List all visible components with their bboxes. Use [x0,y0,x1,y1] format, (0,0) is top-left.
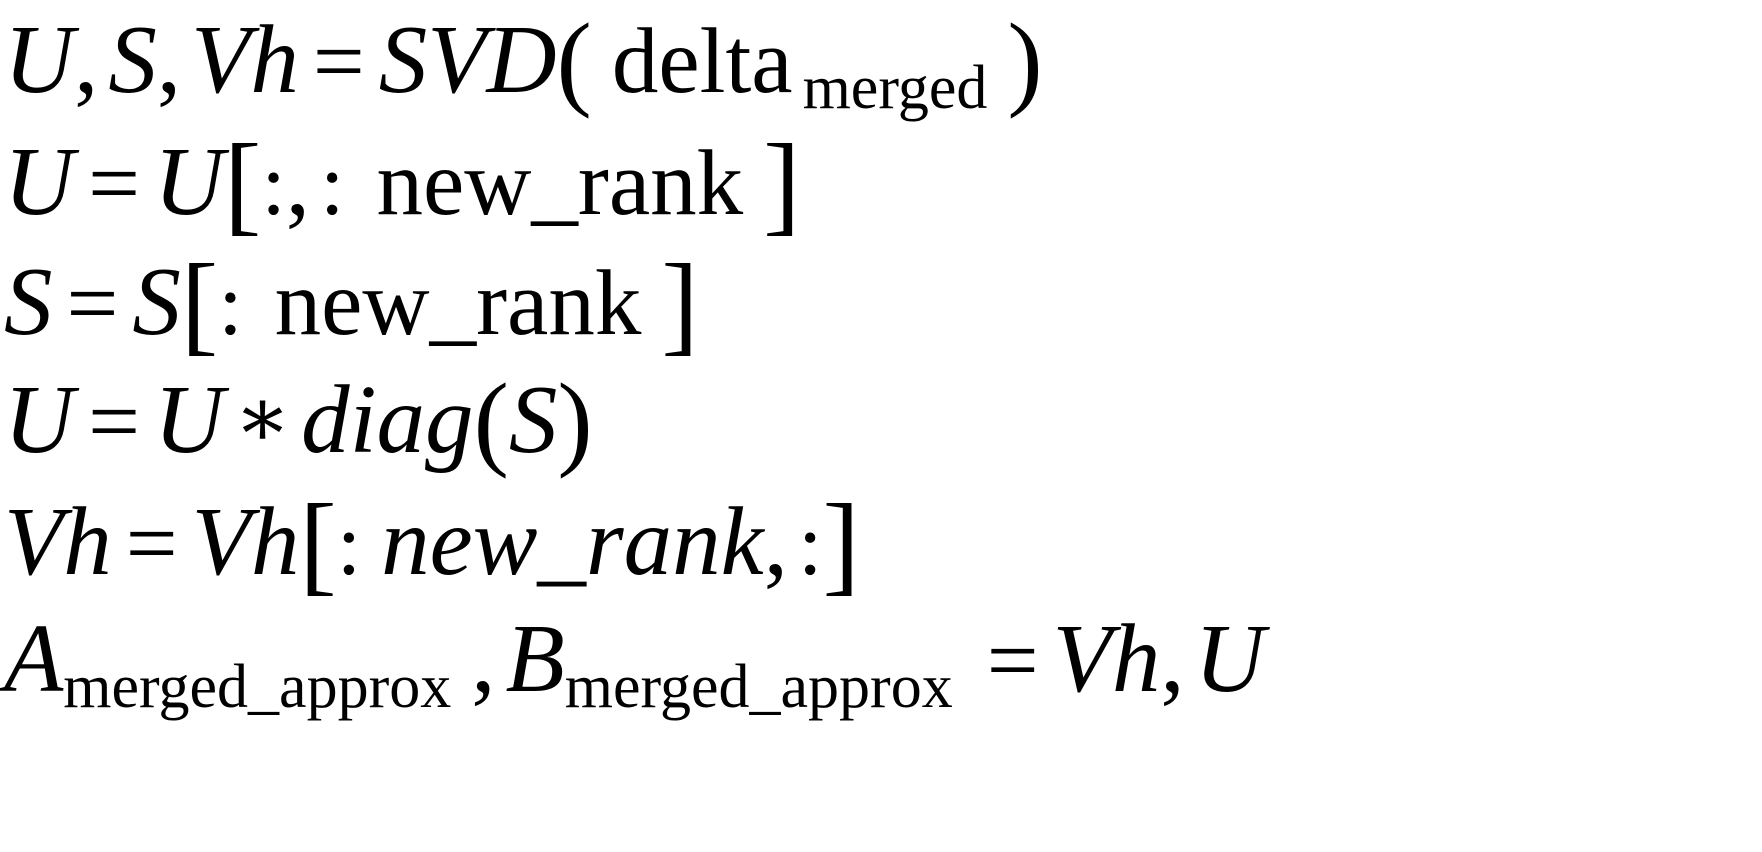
bracket-open: [ [299,482,337,606]
equals-sign: = [66,252,119,354]
variable-s: S [4,248,53,355]
variable-s: S [108,6,157,113]
function-diag: diag [301,366,474,473]
comma: , [156,6,182,113]
equals-sign: = [88,370,140,472]
variable-a: A [4,605,64,712]
subscript-merged: merged [802,54,988,122]
variable-u: U [4,128,75,235]
variable-u: U [4,366,75,473]
paren-close: ) [557,362,593,479]
bracket-close: ] [661,242,699,366]
comma: , [763,488,788,595]
variable-vh: Vh [191,488,300,595]
comma: , [285,128,311,235]
equals-sign: = [986,609,1039,711]
paren-close: ) [1007,2,1043,119]
argument-delta: delta [611,10,793,113]
multiplication-operator: ∗ [234,372,292,465]
equation-line-4: U=U∗diag(S) [4,356,1762,479]
paren-open: ( [556,2,592,119]
paren-open: ( [473,362,509,479]
equals-sign: = [312,10,365,112]
variable-b: B [505,605,565,712]
colon: : [261,137,286,234]
comma: , [1160,605,1185,712]
comma: , [74,6,99,113]
variable-u: U [1194,605,1265,712]
variable-s: S [132,248,181,355]
variable-vh: Vh [191,6,299,113]
bracket-close: ] [763,122,801,246]
variable-u: U [4,6,75,113]
variable-u: U [153,366,225,473]
function-svd: SVD [378,6,557,113]
colon: : [320,137,345,234]
equation-line-6: Amerged_approx,Bmerged_approx=Vh,U [4,598,1762,721]
variable-vh: Vh [4,488,112,595]
bracket-open: [ [180,242,219,366]
equation-line-5: Vh=Vh[:new_rank,:] [4,476,1762,605]
variable-vh: Vh [1052,605,1161,712]
subscript-merged-approx: merged_approx [63,653,452,721]
equation-line-2: U=U[:,:new_rank] [4,116,1762,245]
subscript-merged-approx: merged_approx [564,653,953,721]
bracket-close: ] [822,482,860,606]
equals-sign: = [88,132,140,234]
colon: : [336,497,362,594]
index-new-rank: new_rank [274,252,642,355]
index-new-rank: new_rank [376,132,744,235]
colon: : [797,497,823,594]
index-new-rank: new_rank [381,488,764,595]
equation-line-3: S=S[:new_rank] [4,236,1762,365]
variable-u: U [153,128,225,235]
comma: , [471,605,496,712]
argument-s: S [508,366,558,473]
colon: : [218,257,243,354]
bracket-open: [ [224,122,262,246]
equals-sign: = [125,492,178,594]
